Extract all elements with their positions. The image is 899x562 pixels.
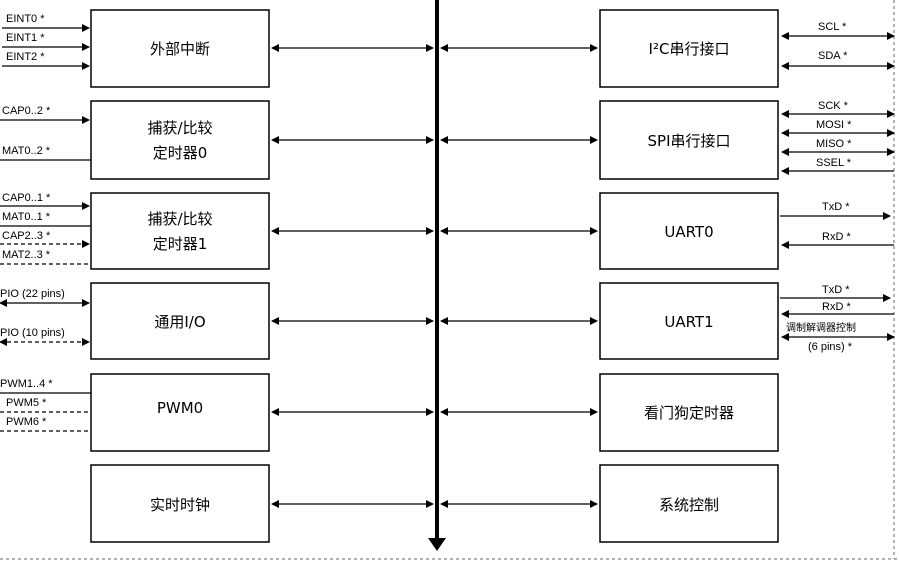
block-pwm0	[90, 373, 270, 452]
label-miso: MISO *	[816, 138, 852, 150]
label-scl: SCL *	[818, 21, 847, 33]
rtc-title: 实时时钟	[150, 496, 210, 514]
block-ext-interrupt	[90, 9, 270, 88]
uart0-title: UART0	[664, 223, 713, 241]
label-mosi: MOSI *	[816, 119, 852, 131]
timer1-title-line1: 捕获/比较	[147, 210, 212, 228]
timer0-title-line2: 定时器0	[153, 144, 208, 162]
label-mat0-timer0: MAT0..2 *	[2, 145, 51, 157]
label-pwm6: PWM6 *	[6, 416, 47, 428]
block-i2c	[599, 9, 779, 88]
label-pio10: PIO (10 pins)	[0, 327, 65, 339]
block-watchdog	[599, 373, 779, 452]
label-ssel: SSEL *	[816, 157, 852, 169]
i2c-title: I²C串行接口	[649, 40, 730, 58]
block-system-control	[599, 464, 779, 543]
block-gpio	[90, 282, 270, 360]
label-mat0-timer1: MAT0..1 *	[2, 211, 51, 223]
label-modem-control: 调制解调器控制	[786, 321, 856, 334]
uart1-title: UART1	[664, 313, 713, 331]
bus-arrow-down	[428, 538, 446, 551]
block-spi	[599, 100, 779, 180]
timer1-title-line2: 定时器1	[153, 235, 208, 253]
label-rxd1: RxD *	[822, 301, 851, 313]
label-cap0-timer0: CAP0..2 *	[2, 105, 51, 117]
label-cap2: CAP2..3 *	[2, 230, 51, 242]
label-eint2: EINT2 *	[6, 51, 45, 63]
label-eint0: EINT0 *	[6, 13, 45, 25]
system-control-title: 系统控制	[659, 496, 719, 514]
block-uart0	[599, 192, 779, 270]
label-rxd0: RxD *	[822, 231, 851, 243]
block-capture-timer0	[90, 100, 270, 180]
ext-interrupt-title: 外部中断	[150, 40, 210, 58]
label-mat2: MAT2..3 *	[2, 249, 51, 261]
label-modem-pins: (6 pins) *	[808, 341, 853, 353]
label-sda: SDA *	[818, 50, 848, 62]
pwm0-title: PWM0	[157, 399, 203, 417]
label-eint1: EINT1 *	[6, 32, 45, 44]
label-pio22: PIO (22 pins)	[0, 288, 65, 300]
block-rtc	[90, 464, 270, 543]
label-txd1: TxD *	[822, 284, 850, 296]
label-cap0-timer1: CAP0..1 *	[2, 192, 51, 204]
label-pwm5: PWM5 *	[6, 397, 47, 409]
block-uart1	[599, 282, 779, 360]
block-capture-timer1	[90, 192, 270, 270]
label-pwm14: PWM1..4 *	[0, 378, 53, 390]
label-sck: SCK *	[818, 100, 849, 112]
timer0-title-line1: 捕获/比较	[147, 119, 212, 137]
watchdog-title: 看门狗定时器	[644, 404, 734, 422]
label-txd0: TxD *	[822, 201, 850, 213]
spi-title: SPI串行接口	[648, 132, 731, 150]
gpio-title: 通用I/O	[154, 313, 205, 331]
